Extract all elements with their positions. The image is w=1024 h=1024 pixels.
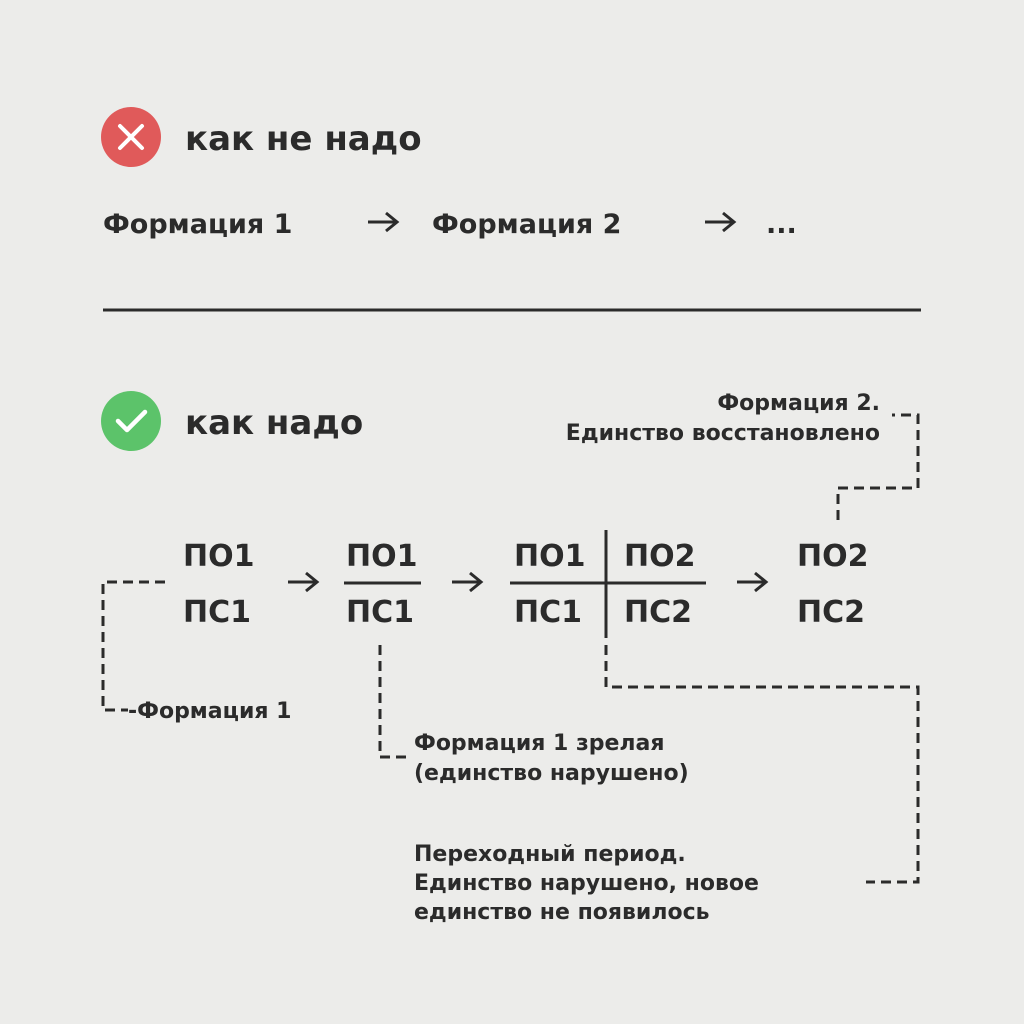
label-formation1: -Формация 1 [128, 699, 291, 724]
right-heading-text: как надо [185, 403, 363, 443]
arrow-right-icon [288, 571, 320, 593]
stage3-bottom-left: ПС1 [514, 595, 582, 630]
check-circle-icon [101, 391, 161, 451]
stage1-top: ПО1 [183, 539, 254, 574]
stage2-top: ПО1 [346, 539, 417, 574]
chain-item: Формация 1 [103, 209, 292, 240]
right-heading: как надо [101, 391, 363, 451]
connector-formation1 [101, 580, 165, 712]
stage2-bottom: ПС1 [346, 595, 414, 630]
connector-transition [604, 645, 920, 884]
wrong-chain: Формация 1 Формация 2 ... [103, 209, 797, 240]
arrow-right-icon [737, 571, 769, 593]
label-mature-line1: Формация 1 зрелая [414, 731, 665, 756]
label-formation2-line2: Единство восстановлено [566, 421, 880, 446]
arrow-right-icon [368, 211, 400, 233]
stage1-bottom: ПС1 [183, 595, 251, 630]
chain-item: ... [766, 209, 797, 240]
connector-mature [378, 645, 408, 759]
stage3-top-left: ПО1 [514, 539, 585, 574]
label-transition-line1: Переходный период. [414, 842, 686, 867]
label-transition-line3: единство не появилось [414, 900, 710, 925]
wrong-heading-text: как не надо [185, 119, 422, 159]
label-mature-line2: (единство нарушено) [414, 761, 689, 786]
wrong-heading: как не надо [101, 107, 422, 167]
stage4-top: ПО2 [797, 539, 868, 574]
connector-formation2 [836, 413, 920, 520]
stage3-bottom-right: ПС2 [624, 595, 692, 630]
label-formation2-line1: Формация 2. [717, 391, 880, 416]
chain-item: Формация 2 [432, 209, 621, 240]
arrow-right-icon [452, 571, 484, 593]
label-transition-line2: Единство нарушено, новое [414, 871, 759, 896]
arrow-right-icon [705, 211, 737, 233]
stage4-bottom: ПС2 [797, 595, 865, 630]
stage3-top-right: ПО2 [624, 539, 695, 574]
